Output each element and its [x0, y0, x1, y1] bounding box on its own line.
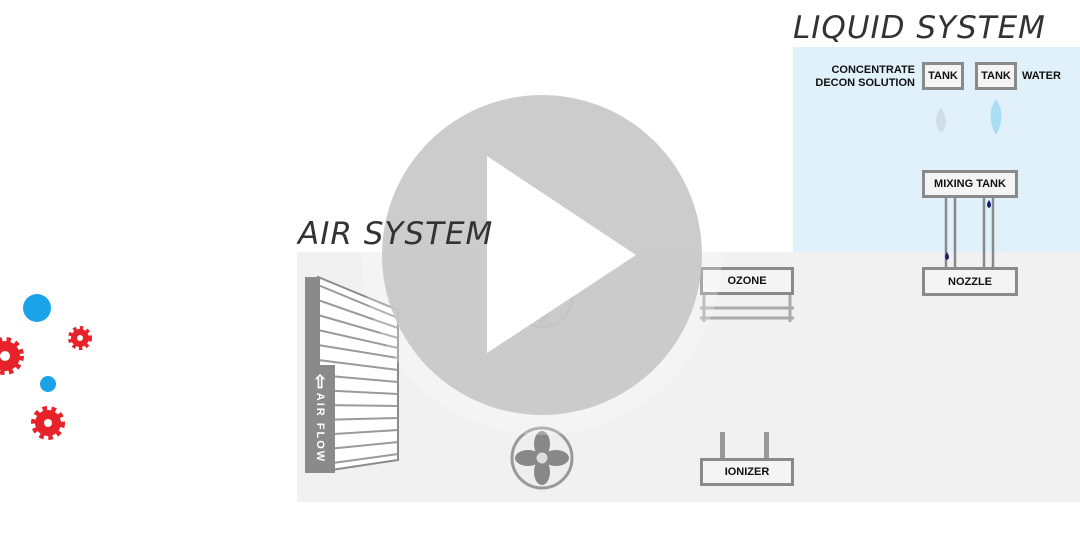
- air-filter: [305, 275, 399, 474]
- ozone-generator: OZONE: [700, 267, 794, 295]
- drop-icon: [990, 99, 1002, 135]
- drop-icon: [987, 200, 991, 208]
- nozzle: NOZZLE: [922, 267, 1018, 296]
- germs: [0, 294, 92, 440]
- liquid-system-title: LIQUID SYSTEM: [793, 10, 1046, 46]
- ozone-rails: [700, 295, 794, 322]
- concentrate-tank: TANK: [922, 62, 964, 90]
- play-button[interactable]: [362, 75, 722, 435]
- ionizer: IONIZER: [700, 458, 794, 486]
- drop-icon: [936, 108, 946, 133]
- pipes: [944, 198, 995, 267]
- air-flow-label: AIR FLOW: [314, 392, 326, 464]
- ionizer-prongs: [720, 432, 769, 458]
- mixing-tank: MIXING TANK: [922, 170, 1018, 198]
- air-system-title: AIR SYSTEM: [298, 216, 494, 252]
- concentrate-label-line1: CONCENTRATE: [831, 64, 915, 76]
- play-icon[interactable]: [487, 156, 636, 353]
- drop-icon: [945, 252, 949, 260]
- concentrate-label-line2: DECON SOLUTION: [815, 77, 915, 89]
- fan-icon: [510, 426, 574, 490]
- arrow-up-icon: ⇧: [312, 372, 328, 392]
- water-label: WATER: [1022, 70, 1061, 82]
- water-tank: TANK: [975, 62, 1017, 90]
